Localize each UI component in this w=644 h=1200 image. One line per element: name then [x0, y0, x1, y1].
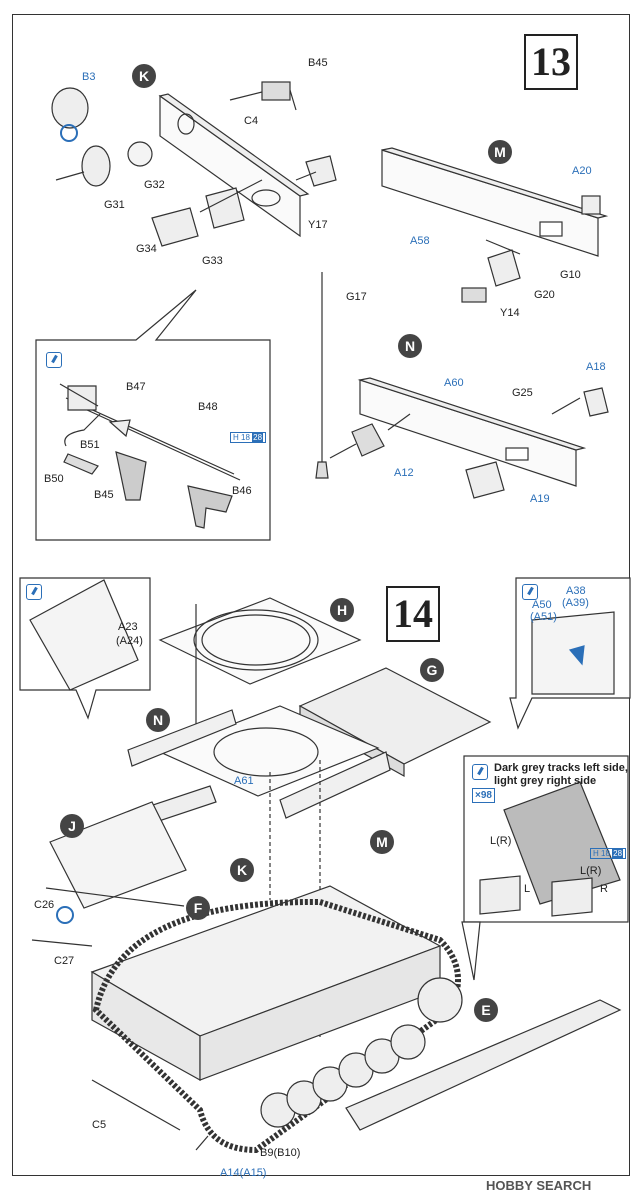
part-label: G34 — [136, 243, 157, 255]
step-14-label: 14 — [393, 591, 433, 636]
paint-code: 18 — [601, 849, 610, 858]
part-label: B51 — [80, 439, 100, 451]
part-label: B9(B10) — [260, 1147, 301, 1159]
track-note-line2: light grey right side — [494, 775, 597, 787]
subassembly-label: G — [426, 662, 438, 678]
part-label: C4 — [244, 115, 259, 127]
subassembly-j-marker: J — [60, 814, 84, 838]
paint-h: H — [233, 433, 239, 442]
part-label: G17 — [346, 291, 367, 303]
part-label: C27 — [54, 955, 75, 967]
part-label: Y17 — [308, 219, 328, 231]
paint-num: 28 — [612, 849, 624, 858]
paint-h: H — [593, 849, 599, 858]
subassembly-h-marker: H — [330, 598, 354, 622]
quantity-badge: ×98 — [472, 788, 495, 803]
subassembly-label: K — [236, 862, 248, 878]
paint-num: 28 — [252, 433, 264, 442]
part-label: C5 — [92, 1119, 107, 1131]
note-icon — [472, 764, 488, 780]
step-14-number: 14 — [386, 586, 440, 642]
part-label: B50 — [44, 473, 64, 485]
part-label: C26 — [34, 899, 55, 911]
part-label: G33 — [202, 255, 223, 267]
subassembly-label: M — [494, 144, 506, 160]
part-label: G10 — [560, 269, 581, 281]
paint-code: 18 — [241, 433, 250, 442]
glue-icon — [56, 906, 74, 924]
part-label: B46 — [232, 485, 252, 497]
part-label: G31 — [104, 199, 125, 211]
note-icon — [26, 584, 42, 600]
part-label: A60 — [444, 377, 464, 389]
watermark-text: HOBBY SEARCH — [486, 1178, 592, 1193]
part-label: A19 — [530, 493, 550, 505]
part-label: G20 — [534, 289, 555, 301]
part-label: A38 — [566, 585, 586, 597]
subassembly-n-marker: N — [146, 708, 170, 732]
part-label: (A51) — [530, 611, 557, 623]
glue-icon — [60, 124, 78, 142]
step-13-label: 13 — [531, 39, 571, 84]
part-label: B45 — [308, 57, 328, 69]
part-label: A14(A15) — [220, 1167, 267, 1179]
part-label: A18 — [586, 361, 606, 373]
subassembly-label: N — [404, 338, 416, 354]
subassembly-label: J — [68, 818, 76, 834]
subassembly-m-marker: M — [370, 830, 394, 854]
subassembly-g-marker: G — [420, 658, 444, 682]
note-icon — [46, 352, 62, 368]
paint-color-code: H 18 28 — [590, 848, 627, 859]
part-label: L(R) — [580, 865, 602, 877]
part-label: A23 — [118, 621, 138, 633]
part-label: A61 — [234, 775, 254, 787]
part-label: L — [524, 883, 531, 895]
subassembly-n-marker: N — [398, 334, 422, 358]
subassembly-label: M — [376, 834, 388, 850]
part-label: B48 — [198, 401, 218, 413]
part-label: R — [600, 883, 608, 895]
track-instruction: Dark grey tracks left side, light grey r… — [494, 762, 628, 788]
part-label: B47 — [126, 381, 146, 393]
part-label: (A39) — [562, 597, 589, 609]
note-icon — [522, 584, 538, 600]
subassembly-f-marker: F — [186, 896, 210, 920]
subassembly-label: K — [138, 68, 150, 84]
part-label: G25 — [512, 387, 533, 399]
subassembly-label: F — [193, 900, 203, 916]
part-label: A12 — [394, 467, 414, 479]
subassembly-e-marker: E — [474, 998, 498, 1022]
subassembly-k-marker: K — [230, 858, 254, 882]
part-label: A20 — [572, 165, 592, 177]
part-label: Y14 — [500, 307, 520, 319]
track-note-line1: Dark grey tracks left side, — [494, 762, 628, 774]
subassembly-k-marker: K — [132, 64, 156, 88]
part-label: (A24) — [116, 635, 143, 647]
subassembly-label: N — [152, 712, 164, 728]
part-label: A58 — [410, 235, 430, 247]
subassembly-label: H — [336, 602, 348, 618]
part-label: B45 — [94, 489, 114, 501]
subassembly-m-marker: M — [488, 140, 512, 164]
step-13-number: 13 — [524, 34, 578, 90]
part-label: B3 — [82, 71, 96, 83]
paint-color-code: H 18 28 — [230, 432, 267, 443]
part-label: A50 — [532, 599, 552, 611]
part-label: G32 — [144, 179, 165, 191]
part-label: L(R) — [490, 835, 512, 847]
subassembly-label: E — [481, 1002, 491, 1018]
